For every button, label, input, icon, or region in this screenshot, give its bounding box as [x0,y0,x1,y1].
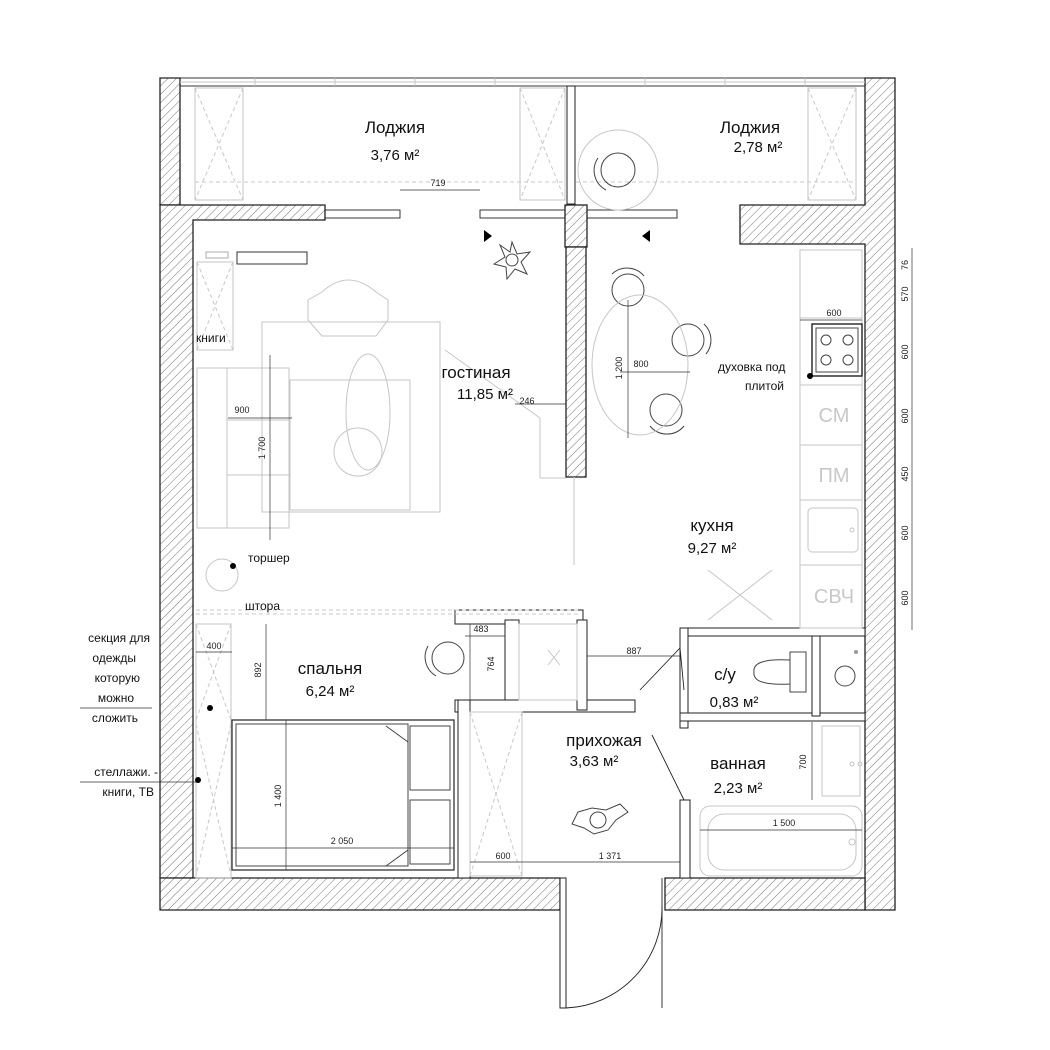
room-name-living: гостиная [441,363,510,382]
dim-600-kitchen: 600 [826,308,841,318]
wardrobe-note-line-2: одежды [92,651,136,665]
dim-right-600-4: 600 [900,590,910,605]
label-dishwasher: ПМ [818,465,849,487]
dim-1700: 1 700 [257,437,267,460]
dim-right-600-2: 600 [900,408,910,423]
label-curtain: штора [245,599,280,613]
partition-closet-left [504,619,520,701]
bathroom-fixtures [699,650,863,877]
wall-wc-bath [679,712,866,722]
dimension-lines [196,189,913,870]
wall-bottom-left [159,877,561,911]
label-floor-lamp: торшер [248,551,290,565]
wall-wc-top [679,627,866,637]
toilet-icon [753,651,807,693]
dim-1400: 1 400 [273,785,283,808]
partition-living-kitchen [565,246,587,478]
room-name-wc: с/у [714,665,736,684]
room-name-bath: ванная [710,754,766,773]
wall-bath-left [679,799,691,879]
arrow-right-icon [484,230,492,242]
dim-719: 719 [430,178,445,188]
hall-furniture [469,623,685,1009]
wardrobe-note-line-3: которую [95,671,140,685]
dim-1500: 1 500 [773,818,796,828]
dim-right-570: 570 [900,286,910,301]
wall-wc-left [679,627,689,729]
dim-764: 764 [486,656,496,671]
room-area-bedroom: 6,24 м² [306,683,355,700]
room-area-loggia-1: 3,76 м² [371,147,420,164]
room-area-loggia-2: 2,78 м² [734,139,783,156]
bed-icon [231,719,455,871]
person-icon [571,803,629,835]
plant-icon [492,240,532,281]
dim-right-76: 76 [900,260,910,270]
room-area-wc: 0,83 м² [710,694,759,711]
dim-right-450: 450 [900,466,910,481]
shelves-note-line-2: книги, ТВ [102,785,154,799]
wardrobe-note-line-4: можно [98,691,134,705]
bedroom-furniture [195,623,455,879]
floor-lamp-icon [205,558,239,592]
wall-bottom-right [664,877,866,911]
dim-700: 700 [798,754,808,769]
room-name-loggia-2: Лоджия [720,118,780,137]
tv-icon [236,251,308,265]
dim-900: 900 [234,405,249,415]
partition-hall-top [454,699,636,713]
dim-800: 800 [633,359,648,369]
wardrobe-note-line-5: сложить [92,711,138,725]
dim-right-600-1: 600 [900,344,910,359]
wardrobe-note: секция для одежды которую можно сложить [80,631,152,725]
right-dimension-chain: 76 570 600 600 450 600 600 [900,260,910,606]
room-area-bath: 2,23 м² [714,780,763,797]
dim-483: 483 [473,624,488,634]
dim-400: 400 [206,641,221,651]
wall-pillar-top [564,204,588,248]
dim-246: 246 [519,396,534,406]
dim-right-600-3: 600 [900,525,910,540]
dim-600-hall: 600 [495,851,510,861]
room-area-living: 11,85 м² [457,386,513,403]
dim-887: 887 [626,646,641,656]
partition-bedroom-hall [457,699,471,879]
cooktop-icon [811,323,863,377]
arrow-left-icon [642,230,650,242]
living-furniture [196,230,650,615]
label-oven-1: духовка под [718,360,785,374]
dim-1371: 1 371 [599,851,622,861]
room-name-loggia-1: Лоджия [365,118,425,137]
label-washing-machine: СМ [819,405,850,427]
label-oven-2: плитой [745,379,784,393]
dim-2050: 2 050 [331,836,354,846]
walls [159,77,896,911]
loggia-divider [566,85,576,205]
dim-892: 892 [253,662,263,677]
bathtub-icon [699,805,863,877]
wall-wc-shaft [811,635,821,717]
room-name-bedroom: спальня [298,659,363,678]
partition-closet-right [576,619,588,711]
wall-right [739,77,896,911]
label-microwave: СВЧ [814,586,854,608]
shelves-note-line-1: стеллажи. - [94,765,158,779]
wall-loggia-left [159,77,181,206]
dim-1200: 1 200 [614,357,624,380]
shelves-note: стеллажи. - книги, ТВ [80,765,196,799]
label-books: книги [196,331,226,345]
room-area-hall: 3,63 м² [570,753,619,770]
room-area-kitchen: 9,27 м² [688,540,737,557]
loggia-windows [179,77,866,219]
room-name-hall: прихожая [566,731,642,750]
room-name-kitchen: кухня [690,516,733,535]
wardrobe-note-line-1: секция для [88,631,150,645]
